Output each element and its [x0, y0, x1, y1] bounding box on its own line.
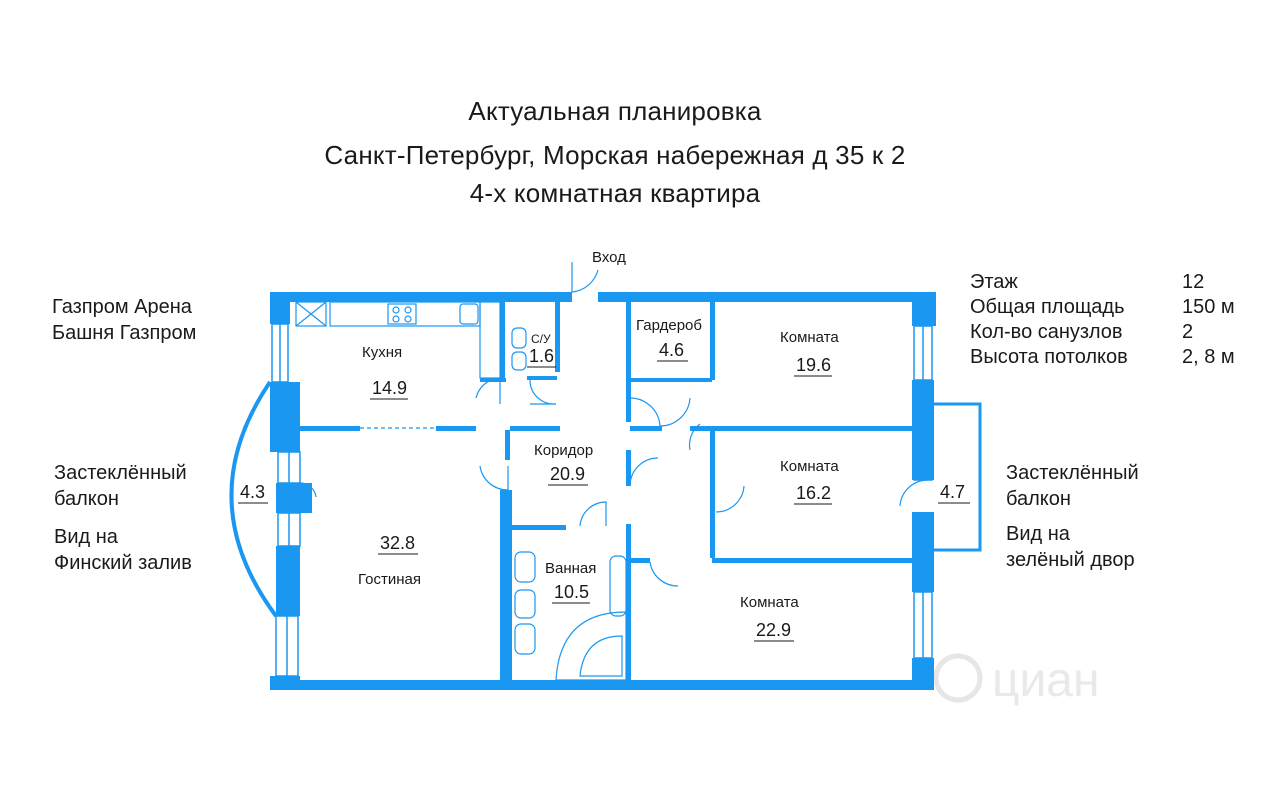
left-balcony-area: 4.3	[240, 482, 265, 502]
cian-watermark: циан	[933, 653, 1100, 707]
room1-label: Комната	[780, 329, 839, 346]
entrance-label: Вход	[592, 249, 626, 266]
bathroom-label: Ванная	[545, 560, 596, 577]
param-value: 12	[1182, 271, 1205, 293]
left-balcony-note: Застеклённый балкон	[54, 460, 187, 512]
kitchen-label: Кухня	[362, 344, 402, 361]
param-key: Кол-во санузлов	[970, 321, 1123, 343]
living-area: 32.8	[380, 533, 415, 553]
param-key: Высота потолков	[970, 346, 1128, 368]
param-row: Кол-во санузлов 2	[970, 320, 1235, 345]
param-row: Общая площадь 150 м	[970, 295, 1235, 320]
fixtures	[295, 301, 627, 681]
living-label: Гостиная	[358, 571, 421, 588]
wardrobe-label: Гардероб	[636, 317, 702, 334]
param-key: Этаж	[970, 271, 1018, 293]
right-view-line-1: Вид на	[1006, 523, 1070, 545]
corridor-area: 20.9	[550, 464, 585, 484]
corridor-label: Коридор	[534, 442, 593, 459]
left-view-note: Газпром Арена Башня Газпром	[52, 294, 196, 346]
address: Санкт-Петербург, Морская набережная д 35…	[324, 140, 906, 170]
room1-area: 19.6	[796, 355, 831, 375]
right-window-view-note: Вид на зелёный двор	[1006, 521, 1135, 573]
view-top-line-1: Газпром Арена	[52, 296, 192, 318]
left-window-view-note: Вид на Финский залив	[54, 524, 192, 576]
param-value: 150 м	[1182, 296, 1235, 318]
left-balcony-line-1: Застеклённый	[54, 462, 187, 484]
right-balcony-note: Застеклённый балкон	[1006, 460, 1139, 512]
kitchen-area: 14.9	[372, 378, 407, 398]
windows	[271, 323, 933, 677]
room2-area: 16.2	[796, 483, 831, 503]
left-balcony-outline	[229, 380, 278, 618]
view-top-line-2: Башня Газпром	[52, 322, 197, 344]
param-row: Высота потолков 2, 8 м	[970, 345, 1235, 370]
right-balcony-area: 4.7	[940, 482, 965, 502]
room2-label: Комната	[780, 458, 839, 475]
param-value: 2, 8 м	[1182, 346, 1235, 368]
right-view-line-2: зелёный двор	[1006, 549, 1135, 571]
left-view-line-1: Вид на	[54, 526, 118, 548]
walls	[270, 292, 936, 690]
room3-area: 22.9	[756, 620, 791, 640]
right-balcony-line-2: балкон	[1006, 488, 1071, 510]
left-view-line-2: Финский залив	[54, 552, 192, 574]
wc-area: 1.6	[529, 346, 554, 366]
right-balcony-line-1: Застеклённый	[1006, 462, 1139, 484]
param-key: Общая площадь	[970, 296, 1125, 318]
right-balcony-outline	[934, 402, 982, 552]
plan-title: Актуальная планировка	[468, 96, 762, 126]
bathroom-area: 10.5	[554, 582, 589, 602]
apartment-type: 4-х комнатная квартира	[469, 178, 761, 208]
door-swings	[299, 262, 929, 587]
param-value: 2	[1182, 321, 1194, 343]
left-balcony-line-2: балкон	[54, 488, 119, 510]
watermark-text: циан	[992, 654, 1100, 707]
wardrobe-area: 4.6	[659, 340, 684, 360]
room3-label: Комната	[740, 594, 799, 611]
wc-label: С/У	[531, 332, 551, 346]
apartment-params: Этаж 12 Общая площадь 150 м Кол-во санузло…	[970, 270, 1235, 370]
param-row: Этаж 12	[970, 270, 1235, 295]
